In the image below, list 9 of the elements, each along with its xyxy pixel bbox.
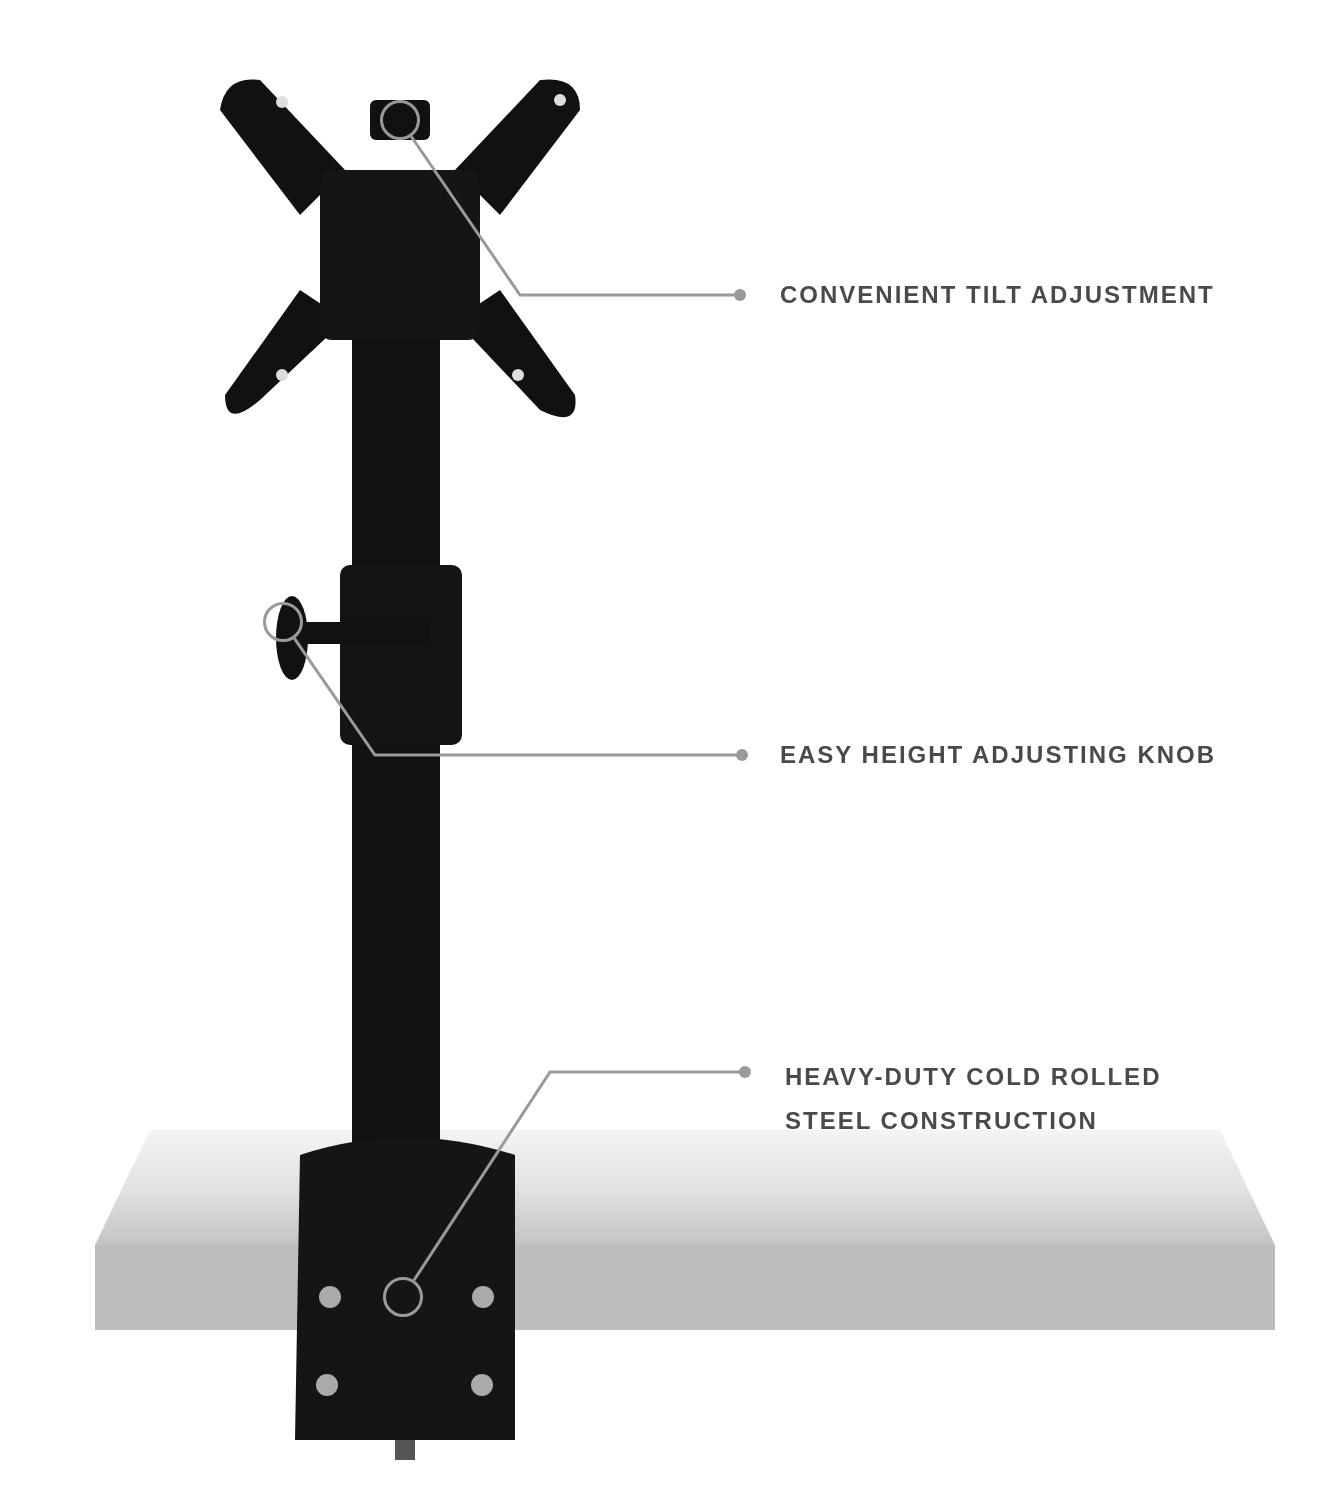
callout-circle xyxy=(383,1277,423,1317)
leader-line xyxy=(410,135,746,301)
leader-line xyxy=(412,1066,751,1282)
callout-text: HEAVY-DUTY COLD ROLLED STEEL CONSTRUCTION xyxy=(785,1055,1215,1143)
callout-text: EASY HEIGHT ADJUSTING KNOB xyxy=(780,733,1300,777)
callout-circle xyxy=(263,602,303,642)
callout-text: CONVENIENT TILT ADJUSTMENT xyxy=(780,273,1300,317)
leader-line xyxy=(293,637,748,761)
callout-circle xyxy=(380,100,420,140)
